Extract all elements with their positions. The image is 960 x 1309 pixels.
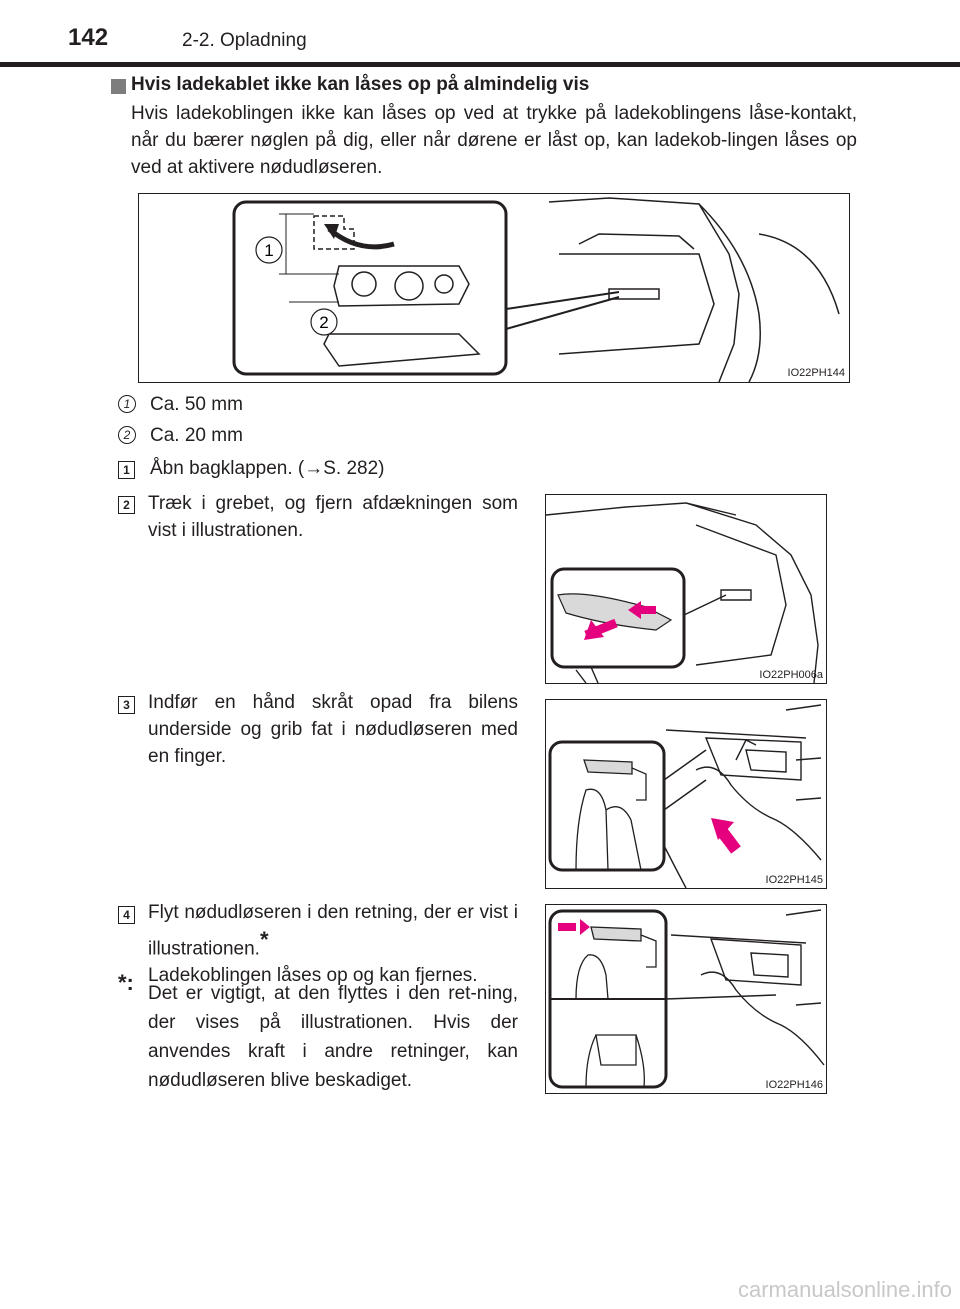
chapter-title: 2-2. Opladning [182,30,307,51]
step-num-3: 3 [118,696,135,714]
header-rule [0,62,960,67]
figure-code-step4: IO22PH146 [765,1079,823,1091]
figure-code-step3: IO22PH145 [765,874,823,886]
callout-1: 1 [264,241,273,260]
figure-main-illustration: 1 2 [232,197,840,382]
note-marker: *: [118,970,134,995]
figure-step4-illustration [548,909,825,1089]
figure-code-main: IO22PH144 [787,367,845,379]
step-num-2: 2 [118,496,135,514]
step-num-4: 4 [118,906,135,924]
step-4-star: * [259,927,269,952]
section-marker [111,79,126,94]
step-num-1: 1 [118,461,135,479]
step-text-4-main: Flyt nødudløseren i den retning, der er … [148,902,518,960]
legend-text-2: Ca. 20 mm [150,425,243,446]
figure-step4: IO22PH146 [545,904,827,1094]
section-title: Hvis ladekablet ikke kan låses op på alm… [131,74,590,95]
page-number: 142 [68,24,109,51]
callout-2: 2 [319,313,328,332]
step-text-3: Indfør en hånd skråt opad fra bilens und… [148,692,518,767]
section-body: Hvis ladekoblingen ikke kan låses op ved… [131,103,857,178]
step-text-2: Træk i grebet, og fjern afdækningen som … [148,493,518,541]
step-text-4: Flyt nødudløseren i den retning, der er … [148,899,518,989]
watermark: carmanualsonline.info [737,1277,952,1302]
figure-step2: IO22PH006a [545,494,827,684]
figure-code-step2: IO22PH006a [759,669,823,681]
legend-text-1: Ca. 50 mm [150,394,243,415]
step-text-4-result: Ladekoblingen låses op og kan fjernes. [148,965,478,987]
figure-step3: IO22PH145 [545,699,827,889]
figure-step3-illustration [548,704,822,888]
note-text: Det er vigtigt, at den flyttes i den ret… [148,983,518,1091]
figure-step2-illustration [546,502,819,683]
figure-main: 1 2 IO22PH144 [138,193,850,383]
step-text-1: Åbn bagklappen. (→S. 282) [150,458,385,479]
legend-num-1: 1 [118,395,136,413]
legend-num-2: 2 [118,426,136,444]
